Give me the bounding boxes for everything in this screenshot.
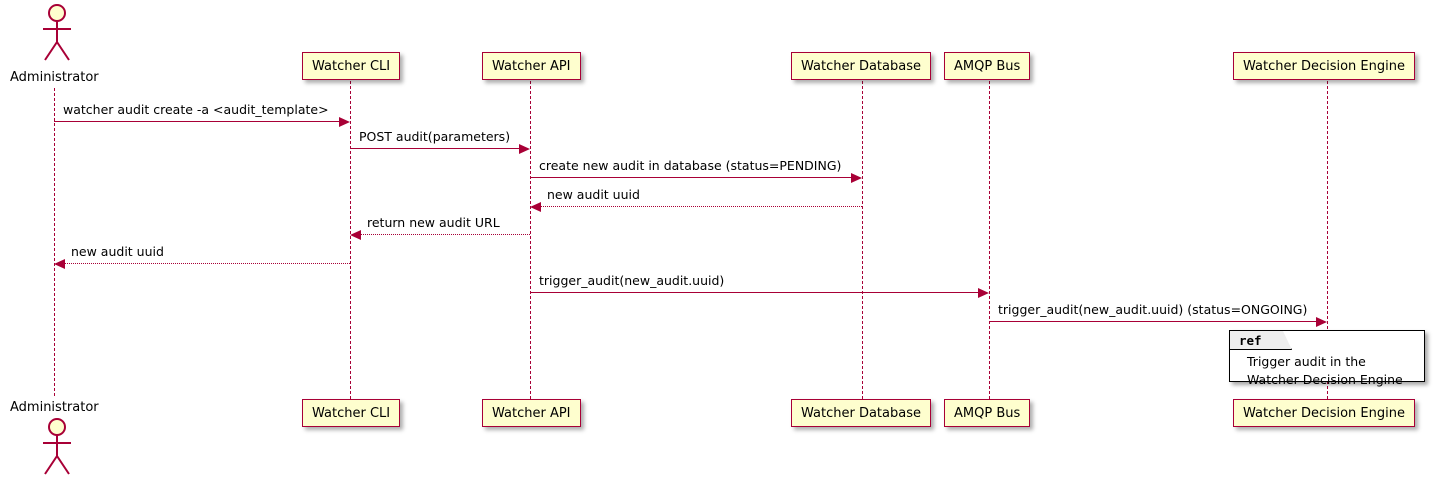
participant-label: Watcher CLI [312,58,391,74]
message-line-m8 [989,321,1317,322]
ref-fragment-keyword: ref [1239,332,1262,348]
message-line-m2 [350,148,520,149]
message-line-m7 [530,292,979,293]
message-arrowhead-m4 [530,201,541,212]
participant-amqp-bus-top[interactable]: AMQP Bus [944,52,1031,80]
message-line-m3 [530,177,852,178]
participant-label: Watcher CLI [312,405,391,421]
actor-label-top: Administrator [10,70,99,85]
ref-fragment: ref Trigger audit in the Watcher Decisio… [1229,330,1425,387]
message-arrowhead-m7 [978,287,989,298]
participant-label: AMQP Bus [954,58,1021,74]
participant-amqp-bus-bottom[interactable]: AMQP Bus [944,399,1031,427]
lifeline-administrator [54,88,55,396]
message-label-m4: new audit uuid [547,187,640,202]
participant-watcher-decision-engine-top[interactable]: Watcher Decision Engine [1233,52,1415,80]
message-label-m1: watcher audit create -a <audit_template> [63,102,329,117]
message-label-m7: trigger_audit(new_audit.uuid) [539,273,725,288]
lifeline-amqp-bus [989,81,990,399]
message-label-m8: trigger_audit(new_audit.uuid) (status=ON… [998,302,1308,317]
message-arrowhead-m3 [851,172,862,183]
participant-watcher-database-top[interactable]: Watcher Database [791,52,931,80]
participant-watcher-decision-engine-bottom[interactable]: Watcher Decision Engine [1233,399,1415,427]
message-line-m1 [54,121,340,122]
participant-label: Watcher Decision Engine [1243,405,1405,421]
participant-label: Watcher Decision Engine [1243,58,1405,74]
participant-watcher-api-top[interactable]: Watcher API [482,52,581,80]
actor-administrator-top [30,2,78,64]
participant-label: Watcher API [492,405,571,421]
message-line-m4 [541,206,862,207]
message-arrowhead-m8 [1316,316,1327,327]
ref-fragment-body: Trigger audit in the Watcher Decision En… [1247,353,1403,389]
actor-stick-figure-icon [43,4,71,61]
message-label-m3: create new audit in database (status=PEN… [539,158,842,173]
message-label-m6: new audit uuid [71,244,164,259]
participant-label: Watcher Database [801,405,921,421]
actor-administrator-bottom [30,416,78,478]
message-arrowhead-m2 [519,143,530,154]
participant-watcher-database-bottom[interactable]: Watcher Database [791,399,931,427]
ref-fragment-line1: Trigger audit in the [1247,354,1366,369]
lifeline-watcher-database [862,81,863,399]
participant-label: Watcher Database [801,58,921,74]
lifeline-watcher-cli [350,81,351,399]
lifeline-watcher-decision-engine [1327,81,1328,399]
message-arrowhead-m6 [54,258,65,269]
participant-label: Watcher API [492,58,571,74]
message-label-m2: POST audit(parameters) [359,129,511,144]
ref-fragment-tab: ref [1230,331,1292,350]
message-line-m6 [65,263,350,264]
message-arrowhead-m1 [339,116,350,127]
message-arrowhead-m5 [350,229,361,240]
actor-stick-figure-icon [43,418,71,475]
actor-label-bottom: Administrator [10,400,99,415]
ref-fragment-line2: Watcher Decision Engine [1247,372,1403,388]
participant-watcher-cli-top[interactable]: Watcher CLI [302,52,401,80]
message-line-m5 [361,234,530,235]
message-label-m5: return new audit URL [367,215,500,230]
participant-watcher-cli-bottom[interactable]: Watcher CLI [302,399,401,427]
participant-label: AMQP Bus [954,405,1021,421]
participant-watcher-api-bottom[interactable]: Watcher API [482,399,581,427]
lifeline-watcher-api [530,81,531,399]
